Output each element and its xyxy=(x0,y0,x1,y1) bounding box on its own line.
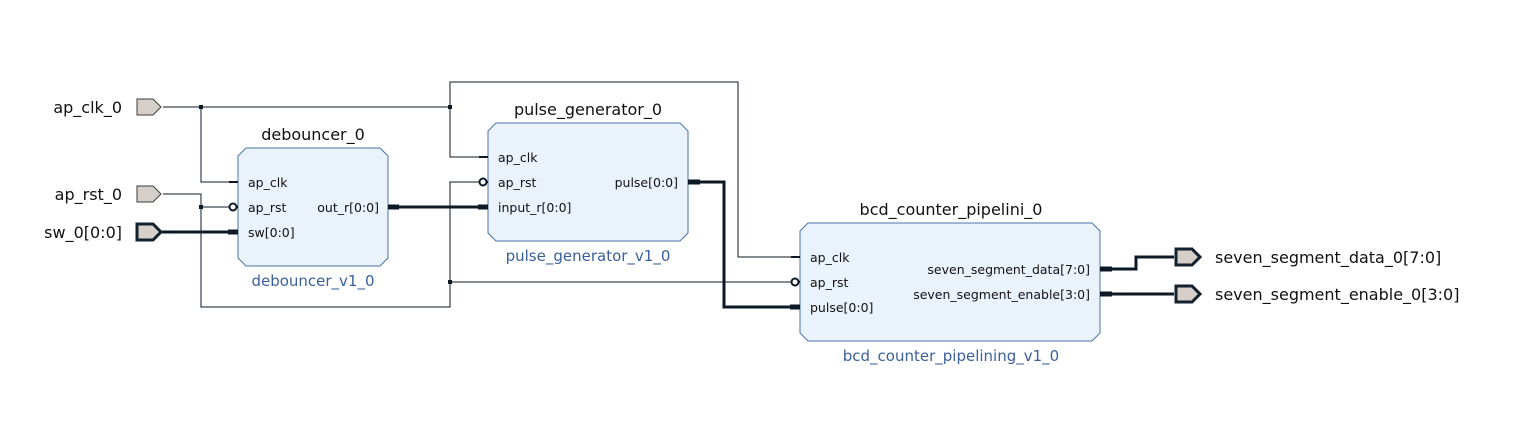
junction-clk-1 xyxy=(199,105,203,109)
external-ports: ap_clk_0 ap_rst_0 sw_0[0:0] seven_segmen… xyxy=(44,98,1459,305)
port-sw-label: sw_0[0:0] xyxy=(44,223,122,243)
port-ap-clk-icon[interactable] xyxy=(136,98,162,116)
port-ap-rst-icon[interactable] xyxy=(136,185,162,203)
bcd-counter-pin-seg-data: seven_segment_data[7:0] xyxy=(927,262,1090,277)
bcd-counter-instance-name: bcd_counter_pipelini_0 xyxy=(860,200,1043,220)
wires xyxy=(162,81,1174,309)
junction-rst-1 xyxy=(199,205,203,209)
pulse-generator-body[interactable] xyxy=(487,122,689,242)
wire-clk-debouncer[interactable] xyxy=(200,107,230,183)
pulse-generator-pin-ap-rst: ap_rst xyxy=(498,175,536,190)
block-debouncer[interactable]: debouncer_0 debouncer_v1_0 ap_clk ap_rst… xyxy=(228,125,399,291)
debouncer-instance-name: debouncer_0 xyxy=(261,125,365,145)
wire-rst-main[interactable] xyxy=(163,193,451,308)
port-ap-clk-label: ap_clk_0 xyxy=(53,98,122,118)
port-ap-rst-label: ap_rst_0 xyxy=(55,185,122,205)
pulse-generator-module-name: pulse_generator_v1_0 xyxy=(506,247,671,266)
debouncer-pin-ap-clk: ap_clk xyxy=(248,175,288,190)
bcd-counter-pin-ap-clk: ap_clk xyxy=(810,250,850,265)
debouncer-pin-sw: sw[0:0] xyxy=(248,225,295,240)
block-bcd-counter[interactable]: bcd_counter_pipelini_0 bcd_counter_pipel… xyxy=(790,200,1112,366)
junction-rst-2 xyxy=(448,280,452,284)
pulse-generator-pin-ap-rst-bubble[interactable] xyxy=(478,177,488,187)
bus-seg-data[interactable] xyxy=(1110,255,1174,271)
debouncer-pin-ap-rst-bubble[interactable] xyxy=(228,202,238,212)
port-sw-icon[interactable] xyxy=(135,222,164,242)
bcd-counter-body[interactable] xyxy=(799,222,1101,342)
pulse-generator-instance-name: pulse_generator_0 xyxy=(514,100,662,120)
debouncer-module-name: debouncer_v1_0 xyxy=(251,272,374,291)
block-pulse-generator[interactable]: pulse_generator_0 pulse_generator_v1_0 a… xyxy=(478,100,700,266)
wire-rst-pulse-gen[interactable] xyxy=(449,181,480,282)
bcd-counter-pin-seg-enable: seven_segment_enable[3:0] xyxy=(913,287,1090,302)
bus-pulse[interactable] xyxy=(700,180,792,309)
junction-clk-2 xyxy=(448,105,452,109)
pulse-generator-pin-input-r: input_r[0:0] xyxy=(498,200,571,215)
debouncer-pin-ap-rst: ap_rst xyxy=(248,200,286,215)
port-seg-enable-icon[interactable] xyxy=(1174,284,1203,304)
wire-clk-bcd[interactable] xyxy=(449,81,792,258)
port-seg-enable-label: seven_segment_enable_0[3:0] xyxy=(1215,285,1459,305)
pulse-generator-pin-ap-clk: ap_clk xyxy=(498,150,538,165)
wire-clk-pulse-gen[interactable] xyxy=(449,107,480,158)
port-seg-data-label: seven_segment_data_0[7:0] xyxy=(1215,248,1441,268)
port-seg-data-icon[interactable] xyxy=(1174,247,1203,267)
bcd-counter-module-name: bcd_counter_pipelining_v1_0 xyxy=(843,347,1059,366)
bcd-counter-pin-ap-rst: ap_rst xyxy=(810,275,848,290)
bcd-counter-pin-ap-rst-bubble[interactable] xyxy=(790,277,800,287)
debouncer-pin-out-r: out_r[0:0] xyxy=(317,200,379,215)
bcd-counter-pin-pulse: pulse[0:0] xyxy=(810,300,873,315)
pulse-generator-pin-pulse: pulse[0:0] xyxy=(615,175,678,190)
debouncer-body[interactable] xyxy=(237,147,389,267)
